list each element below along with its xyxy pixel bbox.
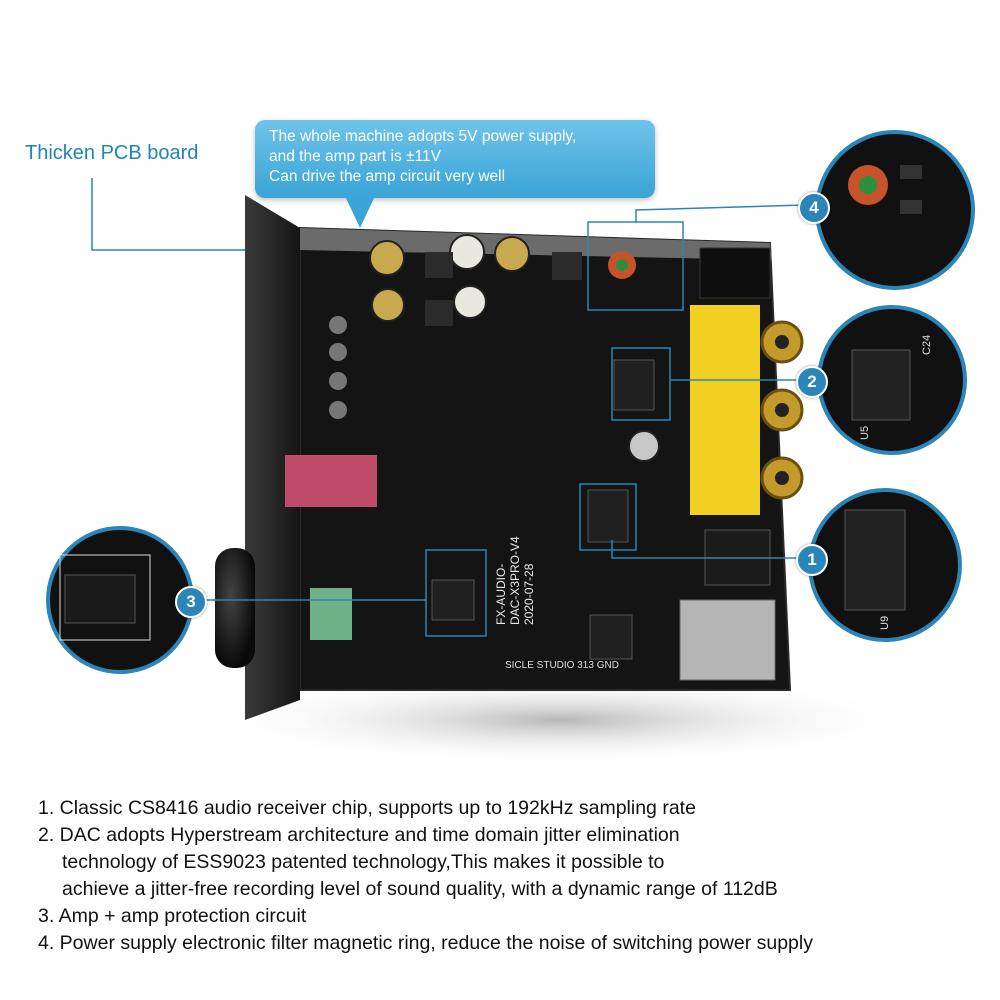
badge-3: 3 — [175, 586, 207, 618]
highlight-box-2 — [611, 347, 671, 421]
zoom-circle-1 — [808, 488, 962, 642]
usb-port — [679, 599, 776, 681]
chip-u9 — [587, 489, 629, 543]
front-panel — [245, 195, 300, 720]
rca-jacks — [760, 320, 804, 500]
zoom-circle-3 — [46, 526, 194, 674]
chip-label-c24: C24 — [921, 335, 933, 355]
zoom-circle-4 — [815, 130, 975, 290]
feature-line-3: 3. Amp + amp protection circuit — [38, 905, 307, 927]
zoom-connector-lines — [196, 204, 806, 601]
power-callout-line: and the amp part is ±11V — [269, 148, 441, 165]
feature-line-1: 1. Classic CS8416 audio receiver chip, s… — [38, 797, 696, 819]
volume-knob — [215, 548, 255, 668]
power-callout-bubble: The whole machine adopts 5V power supply… — [255, 120, 655, 198]
dc-jack — [699, 247, 771, 299]
headphone-socket — [285, 455, 377, 507]
chip-receiver — [589, 614, 633, 660]
feature-line-2-cont: achieve a jitter-free recording level of… — [62, 878, 778, 900]
rca-block — [690, 305, 760, 515]
badge-2: 2 — [796, 366, 828, 398]
chip-u5 — [613, 359, 655, 411]
silk-date: 2020-07-28 — [522, 563, 536, 625]
opamp-chip — [431, 579, 475, 621]
ground-shadow — [200, 675, 920, 765]
inductor — [552, 252, 582, 280]
pcb-edge — [300, 228, 772, 260]
panel-leds — [329, 316, 347, 419]
pcb-callout-label: Thicken PCB board — [25, 142, 199, 164]
inductor — [425, 300, 453, 326]
inductor — [425, 252, 453, 278]
product-illustration: FX-AUDIO- DAC-X3PRO-V4 2020-07-28 SICLE … — [46, 130, 975, 765]
badge-1: 1 — [796, 544, 828, 576]
silk-maker: SICLE STUDIO 313 GND — [505, 660, 619, 671]
power-callout-line: The whole machine adopts 5V power supply… — [269, 128, 577, 145]
silk-model: DAC-X3PRO-V4 — [508, 536, 522, 625]
badge-4: 4 — [798, 192, 830, 224]
zoom-circle-2 — [817, 305, 967, 455]
highlight-box-3 — [425, 549, 487, 637]
chip-label-u5: U5 — [859, 426, 871, 440]
green-connector — [310, 588, 352, 640]
bubble-tail — [345, 196, 375, 228]
feature-line-2-cont: technology of ESS9023 patented technolog… — [62, 851, 665, 873]
power-callout-line: Can drive the amp circuit very well — [269, 168, 506, 185]
feature-line-4: 4. Power supply electronic filter magnet… — [38, 932, 813, 954]
silk-brand: FX-AUDIO- — [494, 564, 508, 625]
feature-line-2: 2. DAC adopts Hyperstream architecture a… — [38, 824, 680, 846]
chip-label-u9: U9 — [879, 616, 891, 630]
highlight-box-1 — [579, 483, 637, 551]
